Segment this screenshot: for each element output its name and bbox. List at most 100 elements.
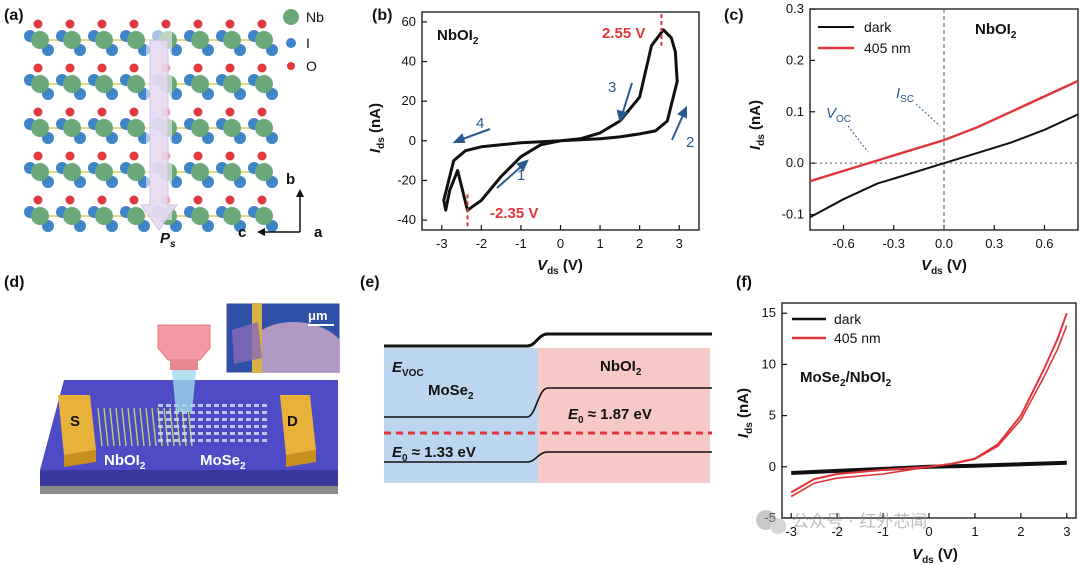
plot-f-xlabel: Vds (V) xyxy=(912,546,958,565)
laser-head-icon xyxy=(157,324,211,361)
mose2-cell xyxy=(198,411,203,414)
mose2-cell xyxy=(254,418,259,421)
nboi2-stripe xyxy=(127,407,133,447)
y-tick-label: 15 xyxy=(762,305,776,320)
oxygen-atom xyxy=(129,19,139,29)
nboi2-stripe xyxy=(97,407,103,447)
plot-c-voc-label: VOC xyxy=(826,105,851,125)
x-tick-label: -1 xyxy=(877,524,889,539)
oxygen-atom xyxy=(97,195,107,205)
niobium-atom xyxy=(127,119,145,137)
legend-nb-icon xyxy=(283,9,299,25)
band-right-material: NbOI2 xyxy=(600,358,642,378)
legend-o-icon xyxy=(287,62,295,70)
isc-pointer xyxy=(915,103,941,127)
y-tick-label: 0 xyxy=(409,133,416,148)
niobium-atom xyxy=(95,163,113,181)
x-tick-label: 2 xyxy=(636,236,643,251)
oxygen-atom xyxy=(97,151,107,161)
plot-b-peak-pos: 2.55 V xyxy=(602,25,645,42)
mose2-cell xyxy=(174,439,179,442)
plot-c-dark-curve xyxy=(809,113,1079,219)
micrograph-flake-2 xyxy=(232,322,262,364)
nboi2-stripe xyxy=(109,407,115,447)
sweep-arrow-2-icon xyxy=(671,112,685,141)
mose2-cell xyxy=(254,432,259,435)
plot-f-frame xyxy=(781,302,1077,519)
niobium-atom xyxy=(255,75,273,93)
mose2-cell xyxy=(262,432,267,435)
niobium-atom xyxy=(255,163,273,181)
mose2-cell xyxy=(182,432,187,435)
mose2-cell xyxy=(158,425,163,428)
niobium-atom xyxy=(191,75,209,93)
oxygen-atom xyxy=(97,107,107,117)
mose2-cell xyxy=(166,432,171,435)
mose2-cell xyxy=(230,425,235,428)
voc-pointer xyxy=(847,125,869,153)
plot-c-isc-label: ISC xyxy=(896,85,914,105)
x-tick-label: -0.3 xyxy=(883,236,905,251)
niobium-atom xyxy=(223,119,241,137)
niobium-atom xyxy=(223,75,241,93)
mose2-cell xyxy=(198,432,203,435)
nboi2-stripe xyxy=(145,407,151,447)
mose2-cell xyxy=(158,411,163,414)
polarization-arrow-icon xyxy=(140,39,178,231)
nboi2-stripe xyxy=(133,407,139,447)
plot-c-xlabel: Vds (V) xyxy=(921,257,967,277)
y-tick-label: -40 xyxy=(397,212,416,227)
niobium-atom xyxy=(191,119,209,137)
polarization-label: Ps xyxy=(160,230,176,250)
niobium-atom xyxy=(63,207,81,225)
niobium-atom xyxy=(223,207,241,225)
niobium-atom xyxy=(31,75,49,93)
mose2-cell xyxy=(206,411,211,414)
mose2-cell xyxy=(246,432,251,435)
mose2-cell xyxy=(182,418,187,421)
y-tick-label: 60 xyxy=(402,14,416,29)
mose2-cell xyxy=(222,439,227,442)
niobium-atom xyxy=(127,163,145,181)
nboi2-stripe xyxy=(115,407,121,447)
sweep-arrow-3-head-icon xyxy=(616,109,628,123)
mose2-cell xyxy=(262,418,267,421)
mose2-cell xyxy=(166,439,171,442)
mose2-cell xyxy=(166,418,171,421)
mose2-cell xyxy=(174,432,179,435)
mose2-cell xyxy=(230,439,235,442)
oxygen-atom xyxy=(97,63,107,73)
x-tick-label: 2 xyxy=(1017,524,1024,539)
x-tick-label: 0 xyxy=(557,236,564,251)
x-tick-label: -2 xyxy=(476,236,488,251)
mose2-cell xyxy=(246,404,251,407)
nboi2-stripe xyxy=(103,407,109,447)
mose2-cell xyxy=(254,425,259,428)
mose2-cell xyxy=(222,432,227,435)
mose2-cell xyxy=(206,439,211,442)
oxygen-atom xyxy=(33,107,43,117)
sweep-arrow-4-icon xyxy=(459,128,491,141)
nboi2-stripe xyxy=(169,407,175,447)
plot-f-dark-curve xyxy=(791,460,1067,475)
left-bandgap: E0 ≈ 1.33 eV xyxy=(392,444,476,464)
y-tick-label: 0.2 xyxy=(786,52,804,67)
plot-f-material: MoSe2/NbOI2 xyxy=(800,369,892,389)
mose2-cell xyxy=(182,425,187,428)
niobium-atom xyxy=(191,163,209,181)
niobium-atom xyxy=(191,31,209,49)
laser-nozzle-icon xyxy=(170,360,198,370)
mose2-cell xyxy=(230,404,235,407)
x-tick-label: 1 xyxy=(596,236,603,251)
oxygen-atom xyxy=(129,107,139,117)
plot-b-sweep-arrows xyxy=(452,82,687,189)
y-tick-label: 10 xyxy=(762,356,776,371)
source-electrode-side xyxy=(64,450,96,467)
panel-a: (a) Ps Nb I O b c a xyxy=(4,7,324,250)
mose2-cell xyxy=(198,418,203,421)
sweep-label-4: 4 xyxy=(476,115,484,132)
niobium-atom xyxy=(223,163,241,181)
sweep-label-3: 3 xyxy=(608,79,616,96)
oxygen-atom xyxy=(65,63,75,73)
